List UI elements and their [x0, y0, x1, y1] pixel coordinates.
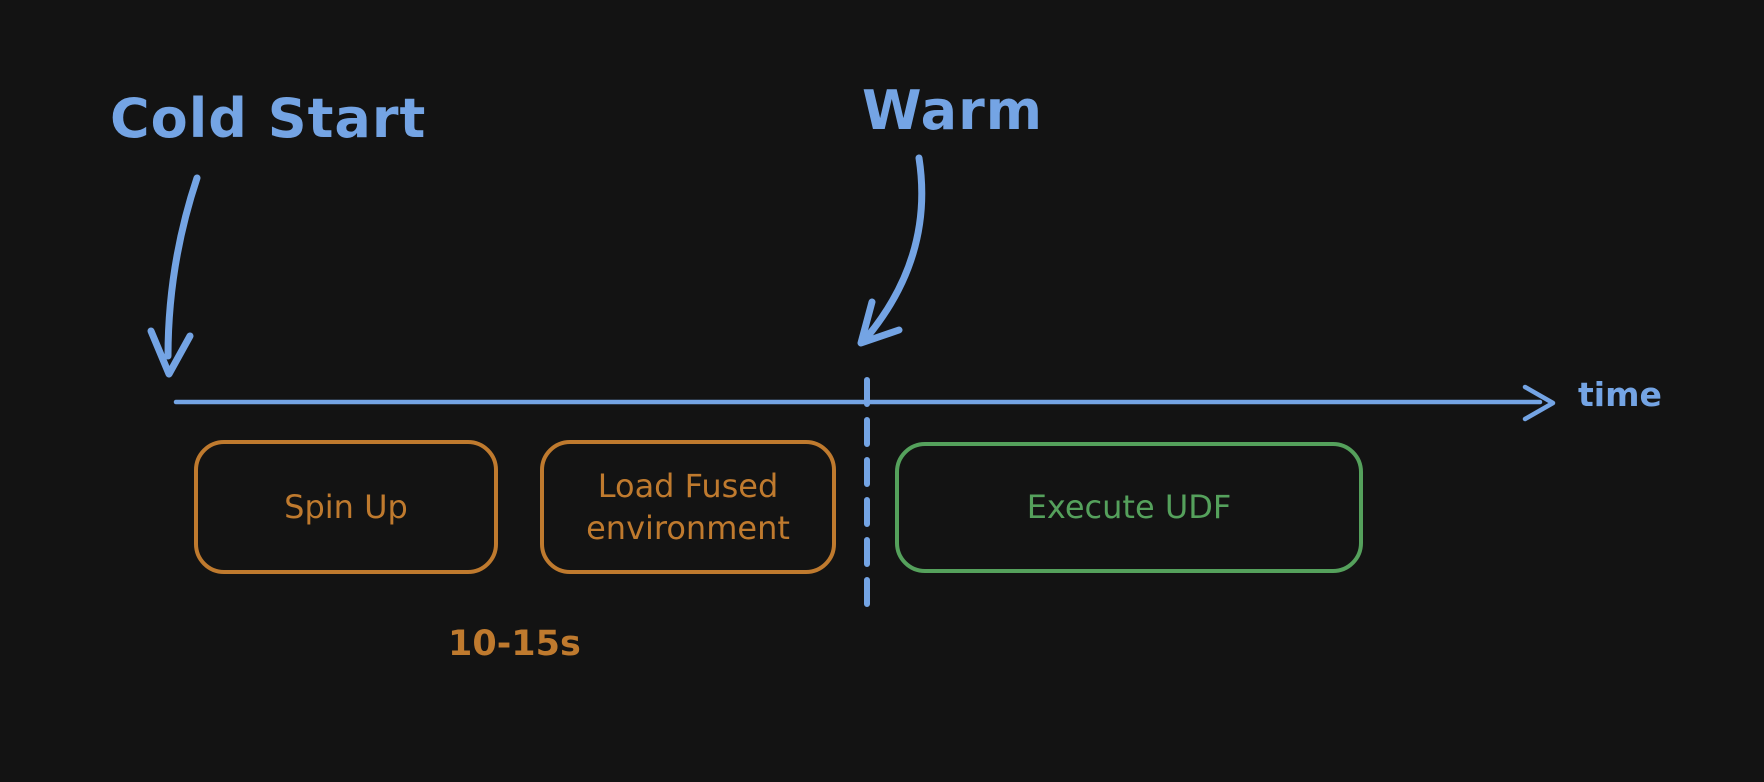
warm-arrow	[857, 154, 926, 347]
duration-label: 10-15s	[448, 624, 581, 664]
phase-label-load-fused-environment: Load Fused environment	[586, 466, 790, 547]
phase-box-spin-up: Spin Up	[194, 440, 498, 574]
phase-box-load-fused-environment: Load Fused environment	[540, 440, 836, 574]
phase-label-execute-udf: Execute UDF	[1026, 488, 1232, 527]
time-axis-label: time	[1578, 375, 1662, 414]
phase-box-execute-udf: Execute UDF	[895, 442, 1363, 573]
cold-start-label: Cold Start	[110, 87, 427, 150]
timeline-arrowhead	[1522, 384, 1556, 422]
timeline-axis-line	[173, 384, 1556, 422]
phase-label-spin-up: Spin Up	[284, 487, 408, 526]
warm-label: Warm	[862, 79, 1043, 142]
cold-start-arrow	[147, 174, 201, 378]
